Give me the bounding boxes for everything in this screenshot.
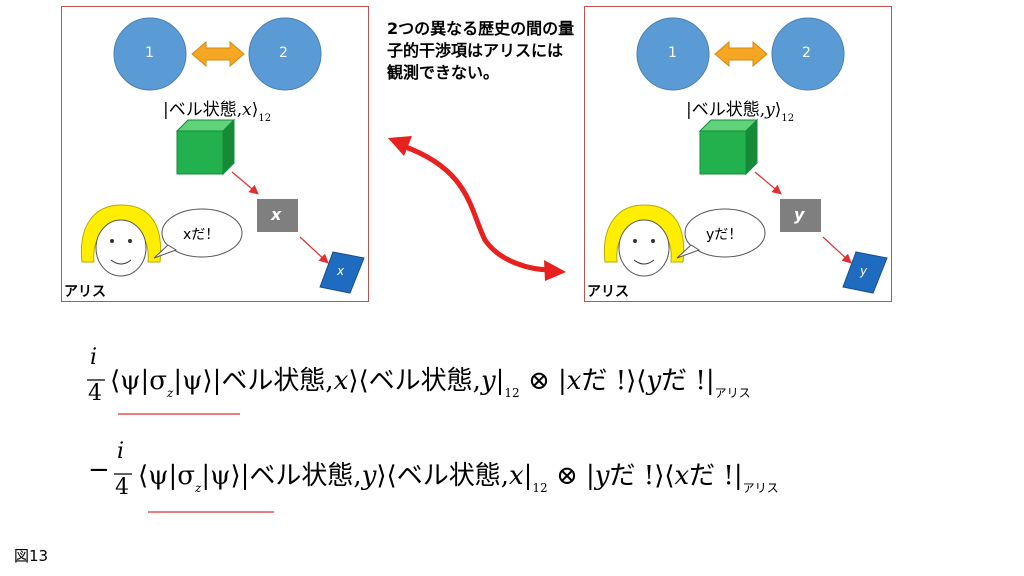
- alice-avatar: [603, 204, 685, 277]
- measurement-box: [780, 199, 821, 232]
- interference-note: 2つの異なる歴史の間の量子的干渉項はアリスには観測できない。: [387, 19, 575, 82]
- ket-text: ベル状態,: [168, 100, 243, 120]
- equation-line-2: ⟨ψ|σz|ψ⟩|ベル状態,y⟩⟨ベル状態,x|12 ⊗ |yだ !⟩⟨xだ !…: [138, 455, 779, 495]
- bell-bra: ⟩⟨ベル状態,: [348, 366, 481, 396]
- record-card: [842, 251, 888, 294]
- alice-ket-mid: だ !⟩⟨: [581, 366, 647, 396]
- bell-bra: ⟩⟨ベル状態,: [376, 461, 509, 491]
- speech-bubble: [676, 208, 766, 259]
- bell-ket: |ベル状態,: [240, 461, 362, 491]
- alice-bra-end: だ !|: [661, 366, 715, 396]
- speech-bubble: [153, 208, 243, 259]
- speech-text: yだ！: [706, 227, 743, 243]
- var2: x: [508, 461, 524, 491]
- bell-ket: |ベル状態,: [212, 366, 334, 396]
- var3: y: [594, 461, 610, 491]
- cube-icon: [175, 118, 236, 176]
- sigma-sub: z: [195, 481, 202, 495]
- expectation: ⟨ψ|σ: [138, 461, 196, 491]
- ket-sub: 12: [781, 113, 795, 124]
- bar: |: [495, 366, 505, 396]
- cube-icon: [698, 118, 759, 176]
- equation-line-1: ⟨ψ|σz|ψ⟩|ベル状態,x⟩⟨ベル状態,y|12 ⊗ |xだ !⟩⟨yだ !…: [110, 360, 751, 400]
- alice-label: アリス: [64, 284, 106, 300]
- sub-alice: アリス: [742, 481, 779, 495]
- frac-den-1: 4: [88, 381, 102, 406]
- ket-text: ベル状態,: [691, 100, 766, 120]
- alice-label: アリス: [587, 284, 629, 300]
- ket-var: x: [242, 100, 252, 120]
- minus-sign: −: [88, 455, 110, 485]
- record-card-label: y: [860, 264, 868, 278]
- bell-state-ket: |ベル状態,y⟩12: [686, 100, 795, 124]
- circle-2-label: 2: [279, 45, 288, 61]
- measurement-box-label: x: [271, 205, 282, 224]
- figure-label: 図13: [14, 547, 49, 565]
- ket-var: y: [765, 100, 775, 120]
- alice-ket-open: |: [586, 461, 595, 491]
- arrow-cube-to-box: [231, 171, 259, 195]
- particle-1-circle: [113, 17, 187, 91]
- sub-12: 12: [532, 481, 548, 495]
- particle-2-circle: [248, 17, 322, 91]
- circle-1-label: 1: [145, 45, 154, 61]
- expectation-end: |ψ⟩: [173, 366, 213, 396]
- particle-1-circle: [636, 17, 710, 91]
- otimes: ⊗: [555, 461, 578, 491]
- expectation: ⟨ψ|σ: [110, 366, 168, 396]
- var4: y: [646, 366, 662, 396]
- right-history-panel: [584, 6, 892, 302]
- expectation-end: |ψ⟩: [201, 461, 241, 491]
- left-history-panel: [61, 6, 369, 302]
- alice-ket-mid: だ !⟩⟨: [609, 461, 675, 491]
- frac-den-2: 4: [115, 475, 129, 500]
- arrow-box-to-card: [299, 236, 329, 264]
- var2: y: [480, 366, 496, 396]
- arrow-cube-to-box: [754, 171, 782, 195]
- interference-double-arrow: [388, 136, 566, 281]
- record-card: [319, 251, 365, 294]
- var1: y: [361, 461, 377, 491]
- measurement-box-label: y: [794, 205, 805, 224]
- record-card-label: x: [337, 264, 345, 278]
- alice-ket-open: |: [558, 366, 567, 396]
- var3: x: [566, 366, 582, 396]
- alice-avatar: [80, 204, 162, 277]
- circle-1-label: 1: [668, 45, 677, 61]
- arrow-box-to-card: [822, 236, 852, 264]
- otimes: ⊗: [527, 366, 550, 396]
- sigma-sub: z: [167, 386, 174, 400]
- particle-2-circle: [771, 17, 845, 91]
- frac-num-2: i: [117, 439, 125, 464]
- sub-alice: アリス: [714, 386, 751, 400]
- bell-state-ket: |ベル状態,x⟩12: [163, 100, 272, 124]
- ket-sub: 12: [258, 113, 272, 124]
- sub-12: 12: [504, 386, 520, 400]
- circle-2-label: 2: [802, 45, 811, 61]
- speech-text: xだ！: [183, 227, 220, 243]
- entanglement-arrow-icon: [191, 40, 245, 68]
- bar: |: [523, 461, 533, 491]
- var1: x: [333, 366, 349, 396]
- var4: x: [674, 461, 690, 491]
- entanglement-arrow-icon: [714, 40, 768, 68]
- frac-num-1: i: [90, 345, 98, 370]
- measurement-box: [257, 199, 298, 232]
- alice-bra-end: だ !|: [689, 461, 743, 491]
